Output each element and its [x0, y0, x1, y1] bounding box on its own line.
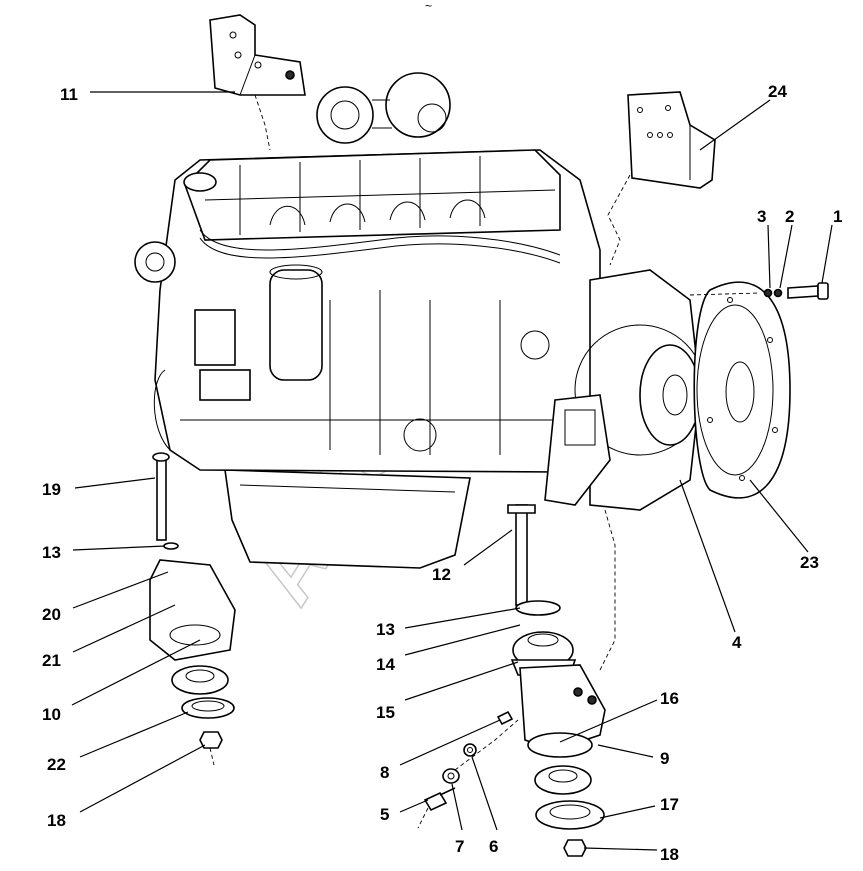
- oil-pan: [224, 469, 471, 569]
- washer-7: [442, 768, 460, 784]
- bolt-1-assembly: [689, 282, 829, 300]
- callout-6: 6: [489, 837, 498, 856]
- oil-filler-cap: [183, 172, 217, 192]
- callout-10: 10: [42, 705, 61, 724]
- callout-16: 16: [660, 689, 679, 708]
- nut-18-right: [563, 839, 587, 857]
- callout-7: 7: [455, 837, 464, 856]
- pin-8: [496, 710, 514, 726]
- flex-plate-23: [693, 281, 791, 499]
- callout-15: 15: [376, 703, 395, 722]
- callout-22: 22: [47, 755, 66, 774]
- engine-assembly: [134, 72, 706, 569]
- front-pulley: [134, 241, 176, 283]
- mount-bracket-9: [519, 664, 606, 751]
- callout-1: 1: [833, 207, 842, 226]
- callout-13-left: 13: [42, 543, 61, 562]
- bracket-11: [209, 14, 306, 151]
- top-mark: ~: [425, 0, 432, 13]
- callout-13-right: 13: [376, 620, 395, 639]
- front-mount-stack: [149, 452, 236, 766]
- leader-lines: [71, 91, 833, 851]
- bracket-24: [607, 91, 716, 266]
- snubber-16: [527, 732, 593, 758]
- callout-17: 17: [660, 795, 679, 814]
- long-bolt-19: [156, 459, 167, 541]
- callout-3: 3: [757, 207, 766, 226]
- callout-11: 11: [60, 85, 78, 104]
- rear-bracket: [544, 394, 611, 506]
- flywheel: [639, 344, 701, 446]
- callout-21: 21: [42, 651, 61, 670]
- callout-labels: 1 2 3 4 5 6 7 8 9 10 11 12 13 13 14 15 1…: [42, 82, 842, 864]
- rear-mount-stack: [507, 504, 616, 857]
- callout-4: 4: [732, 633, 742, 652]
- callout-12: 12: [432, 565, 451, 584]
- callout-14: 14: [376, 655, 395, 674]
- callout-19: 19: [42, 480, 61, 499]
- turbocharger: [316, 86, 374, 144]
- callout-20: 20: [42, 605, 61, 624]
- callout-18-left: 18: [47, 811, 66, 830]
- callout-24: 24: [768, 82, 787, 101]
- ecu-bracket: [194, 309, 236, 366]
- callout-8: 8: [380, 763, 389, 782]
- washer-6: [463, 743, 477, 757]
- callout-5: 5: [380, 805, 389, 824]
- bolt-5: [423, 791, 448, 812]
- small-hardware: [417, 710, 519, 829]
- bolt-12: [515, 504, 528, 606]
- callout-18-right: 18: [660, 845, 679, 864]
- callout-23: 23: [800, 553, 819, 572]
- callout-9: 9: [660, 749, 669, 768]
- fuel-filter: [269, 269, 323, 381]
- nut-18-left: [199, 731, 223, 749]
- callout-2: 2: [785, 207, 794, 226]
- mount-bracket-10: [149, 559, 236, 661]
